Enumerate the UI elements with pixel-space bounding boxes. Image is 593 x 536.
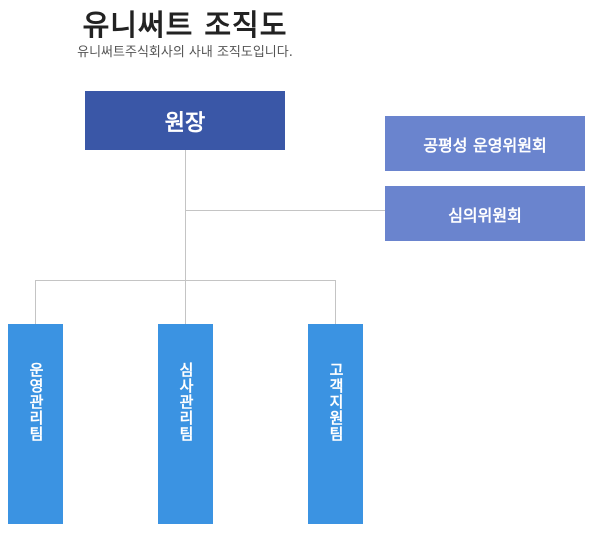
- director-label: 원장: [164, 110, 206, 136]
- fairness-committee-label: 공평성 운영위원회: [423, 135, 547, 155]
- customer-support-team-box: 고객지원팀: [308, 324, 363, 524]
- page-title: 유니써트 조직도: [82, 8, 288, 42]
- review-committee-box: 심의위원회: [385, 186, 585, 241]
- connector-director-trunk: [185, 150, 186, 324]
- customer-support-team-label: 고객지원팀: [327, 362, 345, 442]
- connector-team-ops-drop: [35, 280, 36, 324]
- page-subtitle: 유니써트주식회사의 사내 조직도입니다.: [77, 45, 293, 60]
- fairness-committee-box: 공평성 운영위원회: [385, 116, 585, 171]
- connector-committee-branch: [185, 210, 385, 211]
- connector-teams-horizontal: [35, 280, 336, 281]
- audit-team-box: 심사관리팀: [158, 324, 213, 524]
- audit-team-label: 심사관리팀: [177, 362, 195, 442]
- review-committee-label: 심의위원회: [448, 205, 522, 225]
- operations-team-label: 운영관리팀: [27, 362, 45, 442]
- operations-team-box: 운영관리팀: [8, 324, 63, 524]
- connector-team-cs-drop: [335, 280, 336, 324]
- director-box: 원장: [85, 91, 285, 150]
